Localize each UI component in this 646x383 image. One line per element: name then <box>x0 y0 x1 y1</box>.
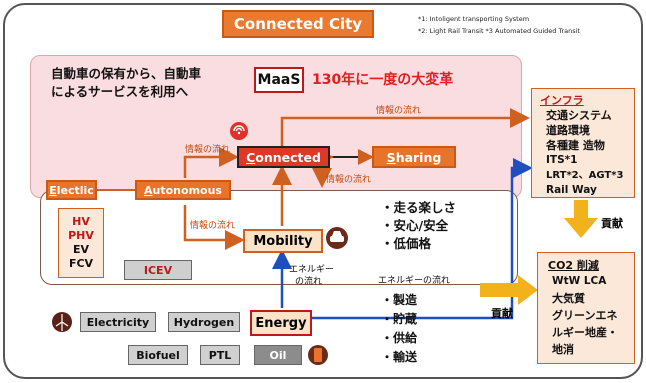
benefit-item: ・走る楽しさ <box>381 200 457 215</box>
contribution-label-infra: 貢献 <box>601 217 623 230</box>
energy-function-item: ・輸送 <box>381 350 418 364</box>
vehicle-type: EV <box>72 243 90 256</box>
headline: 130年に一度の大変革 <box>312 72 454 88</box>
energy-to-infra-arrow <box>312 158 533 320</box>
co2-reduction-box: CO2 削減 WtW LCA 大気質 グリーンエネ ルギー地産・ 地消 <box>537 252 635 364</box>
mobility-node: Mobility <box>243 229 323 253</box>
benefit-item: ・安心/安全 <box>381 218 449 233</box>
co2-item: 大気質 <box>552 292 585 305</box>
electric-node: Electlic <box>46 180 97 200</box>
sharing-node: Sharing <box>372 146 456 168</box>
wind-turbine-icon <box>52 312 72 332</box>
info-flow-label-left: 情報の流れ <box>185 145 231 155</box>
connectivity-icon <box>230 122 248 140</box>
co2-title: CO2 削減 <box>548 259 599 272</box>
contribution-arrow-right <box>480 275 538 305</box>
infrastructure-box: インフラ 交通システム 道路環境 各種建 造物 ITS*1 LRT*2、AGT*… <box>531 88 635 198</box>
maas-badge: MaaS <box>254 67 304 93</box>
fuel-oil: Oil <box>254 345 302 365</box>
energy-flow-label-h: エネルギーの流れ <box>378 276 451 286</box>
contribution-arrow-down <box>564 200 598 238</box>
footnote-2: *2: Light Rail Transit *3 Automated Guid… <box>418 27 580 35</box>
energy-function-item: ・製造 <box>381 293 418 307</box>
fuel-electricity: Electricity <box>80 312 156 332</box>
benefit-item: ・低価格 <box>381 236 432 251</box>
vehicle-type: PHV <box>68 229 94 242</box>
autonomous-node: Autonomous <box>135 180 231 200</box>
energy-node: Energy <box>250 310 312 336</box>
co2-item: WtW LCA <box>552 275 607 287</box>
vehicle-type: FCV <box>68 257 94 270</box>
energy-function-item: ・貯蔵 <box>381 312 418 326</box>
fuel-hydrogen: Hydrogen <box>168 312 240 332</box>
energy-function-item: ・供給 <box>381 331 418 345</box>
co2-item: 地消 <box>552 343 574 356</box>
infra-item: 交通システム <box>546 109 612 122</box>
info-flow-label-sharing: 情報の流れ <box>326 175 372 185</box>
infra-item: 道路環境 <box>546 124 590 137</box>
page-title: Connected City <box>222 10 374 38</box>
autonomous-mobility-arrow <box>183 205 245 250</box>
infra-item: LRT*2、AGT*3 <box>546 170 624 181</box>
infra-title: インフラ <box>540 94 584 107</box>
oil-drum-icon <box>308 345 328 365</box>
car-icon <box>326 227 348 249</box>
infra-item: ITS*1 <box>546 154 578 166</box>
co2-item: グリーンエネ <box>552 309 618 322</box>
service-shift-line2: によるサービスを利用へ <box>51 84 189 99</box>
energy-flow-label-v2: の流れ <box>295 277 323 287</box>
connected-to-infra-arrow <box>280 108 530 146</box>
icev-box: ICEV <box>124 260 192 280</box>
infra-item: Rail Way <box>546 184 597 196</box>
footnote-1: *1: Intoligent transporting System <box>418 15 530 23</box>
fuel-biofuel: Biofuel <box>128 345 188 365</box>
vehicle-type: HV <box>72 215 90 228</box>
energy-functions: ・製造 ・貯蔵 ・供給 ・輸送 <box>381 291 417 367</box>
vehicle-types-box: HV PHV EV FCV <box>58 208 104 278</box>
connected-node: Connected <box>237 146 330 168</box>
info-flow-label-mobility: 情報の流れ <box>190 221 236 231</box>
mobility-benefits: ・走る楽しさ ・安心/安全 ・低価格 <box>381 199 456 253</box>
infra-item: 各種建 造物 <box>546 139 605 152</box>
info-flow-label-top: 情報の流れ <box>376 106 422 116</box>
service-shift-line1: 自動車の保有から、自動車 <box>51 66 202 81</box>
autonomous-connected-arrow <box>183 147 239 178</box>
contribution-label-co2: 貢献 <box>491 307 513 320</box>
fuel-ptl: PTL <box>200 345 240 365</box>
co2-item: ルギー地産・ <box>552 326 618 339</box>
energy-flow-label-v1: エネルギー <box>289 265 335 275</box>
